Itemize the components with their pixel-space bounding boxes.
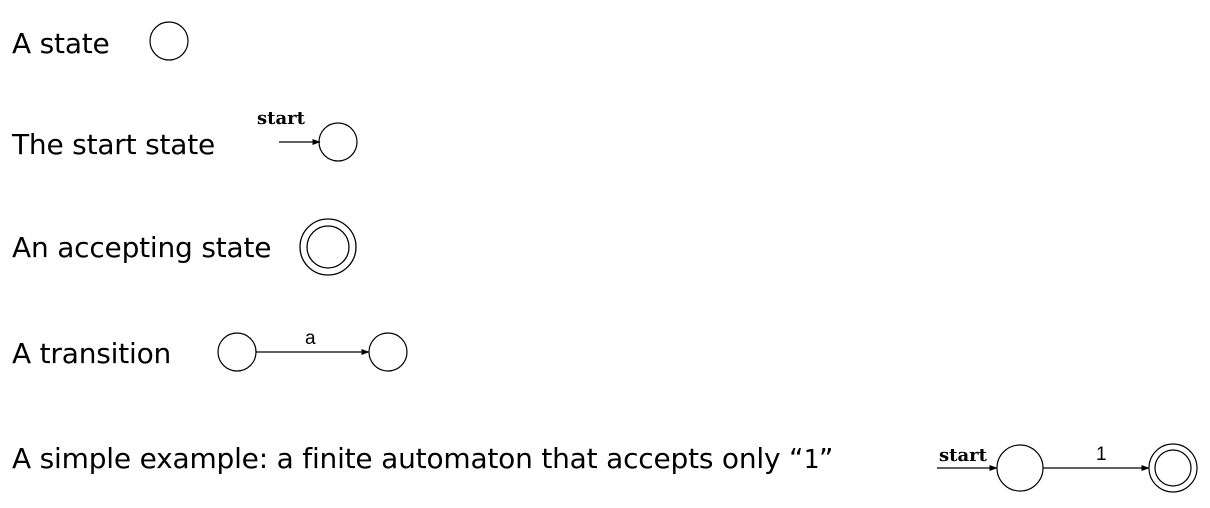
example-transition-symbol: 1 bbox=[1096, 444, 1107, 465]
example-accepting-outer-circle bbox=[1148, 443, 1198, 493]
start-arrow-label: start bbox=[257, 108, 306, 129]
state-label-text: A state bbox=[12, 27, 110, 60]
transition-symbol: a bbox=[305, 328, 316, 349]
start-state-diagram: start bbox=[257, 108, 358, 162]
example-label: A simple example: a finite automaton tha… bbox=[12, 442, 834, 475]
example-start-state bbox=[996, 444, 1044, 492]
start-state-label-text: The start state bbox=[12, 128, 216, 161]
example-diagram: start 1 bbox=[937, 443, 1198, 493]
start-state-circle bbox=[318, 122, 358, 162]
start-state-label: The start state bbox=[12, 131, 215, 159]
accepting-state-diagram bbox=[299, 218, 357, 276]
accepting-state-label-text: An accepting state bbox=[12, 231, 272, 264]
transition-diagram: a bbox=[217, 328, 408, 372]
transition-label-text: A transition bbox=[12, 337, 172, 370]
transition-target-state bbox=[368, 332, 408, 372]
example-accepting-inner-circle bbox=[1154, 449, 1192, 487]
example-label-suffix: ” bbox=[818, 442, 834, 475]
transition-label: A transition bbox=[12, 340, 171, 368]
example-start-label: start bbox=[939, 445, 988, 466]
state-circle bbox=[149, 21, 189, 61]
accepting-state-inner-circle bbox=[306, 225, 350, 269]
accepting-state-outer-circle bbox=[299, 218, 357, 276]
state-diagram bbox=[149, 21, 189, 61]
transition-source-state bbox=[217, 332, 257, 372]
accepting-state-label: An accepting state bbox=[12, 234, 271, 262]
example-label-prefix: A simple example: a finite automaton tha… bbox=[12, 442, 804, 475]
state-label: A state bbox=[12, 30, 110, 58]
example-label-code: 1 bbox=[803, 445, 819, 475]
